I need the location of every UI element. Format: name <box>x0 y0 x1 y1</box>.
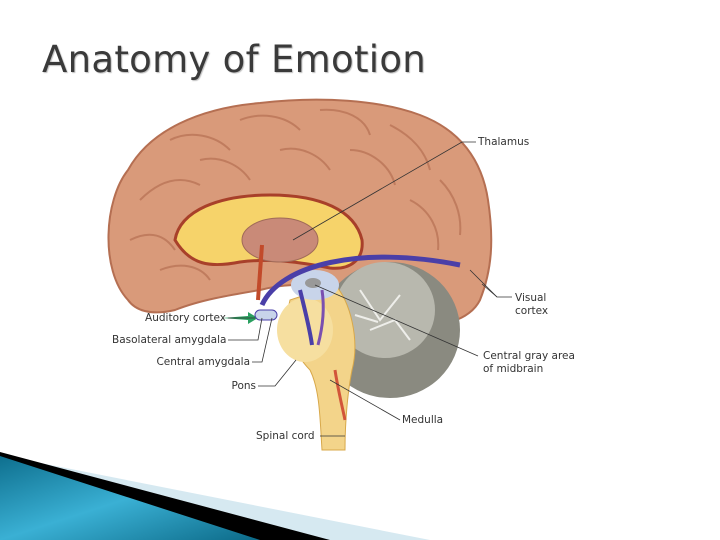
label-visual-cortex-line1: Visual <box>515 292 547 304</box>
label-central-gray-line2: of midbrain <box>483 363 544 375</box>
leader-lines <box>228 141 512 437</box>
label-auditory-cortex: Auditory cortex <box>145 312 226 324</box>
label-basolateral-amygdala: Basolateral amygdala <box>112 334 227 346</box>
label-medulla: Medulla <box>402 414 444 426</box>
pathway-red <box>333 369 347 421</box>
label-thalamus: Thalamus <box>478 136 530 148</box>
label-spinal-cord: Spinal cord <box>256 430 315 442</box>
label-pons: Pons <box>231 380 256 392</box>
label-central-amygdala: Central amygdala <box>156 356 250 368</box>
slide-title: Anatomy of Emotion <box>42 38 427 81</box>
label-visual-cortex-line2: cortex <box>515 305 549 317</box>
amygdala <box>254 309 278 321</box>
pons <box>277 298 333 362</box>
pathway-blue <box>259 254 461 307</box>
label-central-gray-line1: Central gray area <box>483 350 575 362</box>
cerebellum <box>320 262 460 398</box>
